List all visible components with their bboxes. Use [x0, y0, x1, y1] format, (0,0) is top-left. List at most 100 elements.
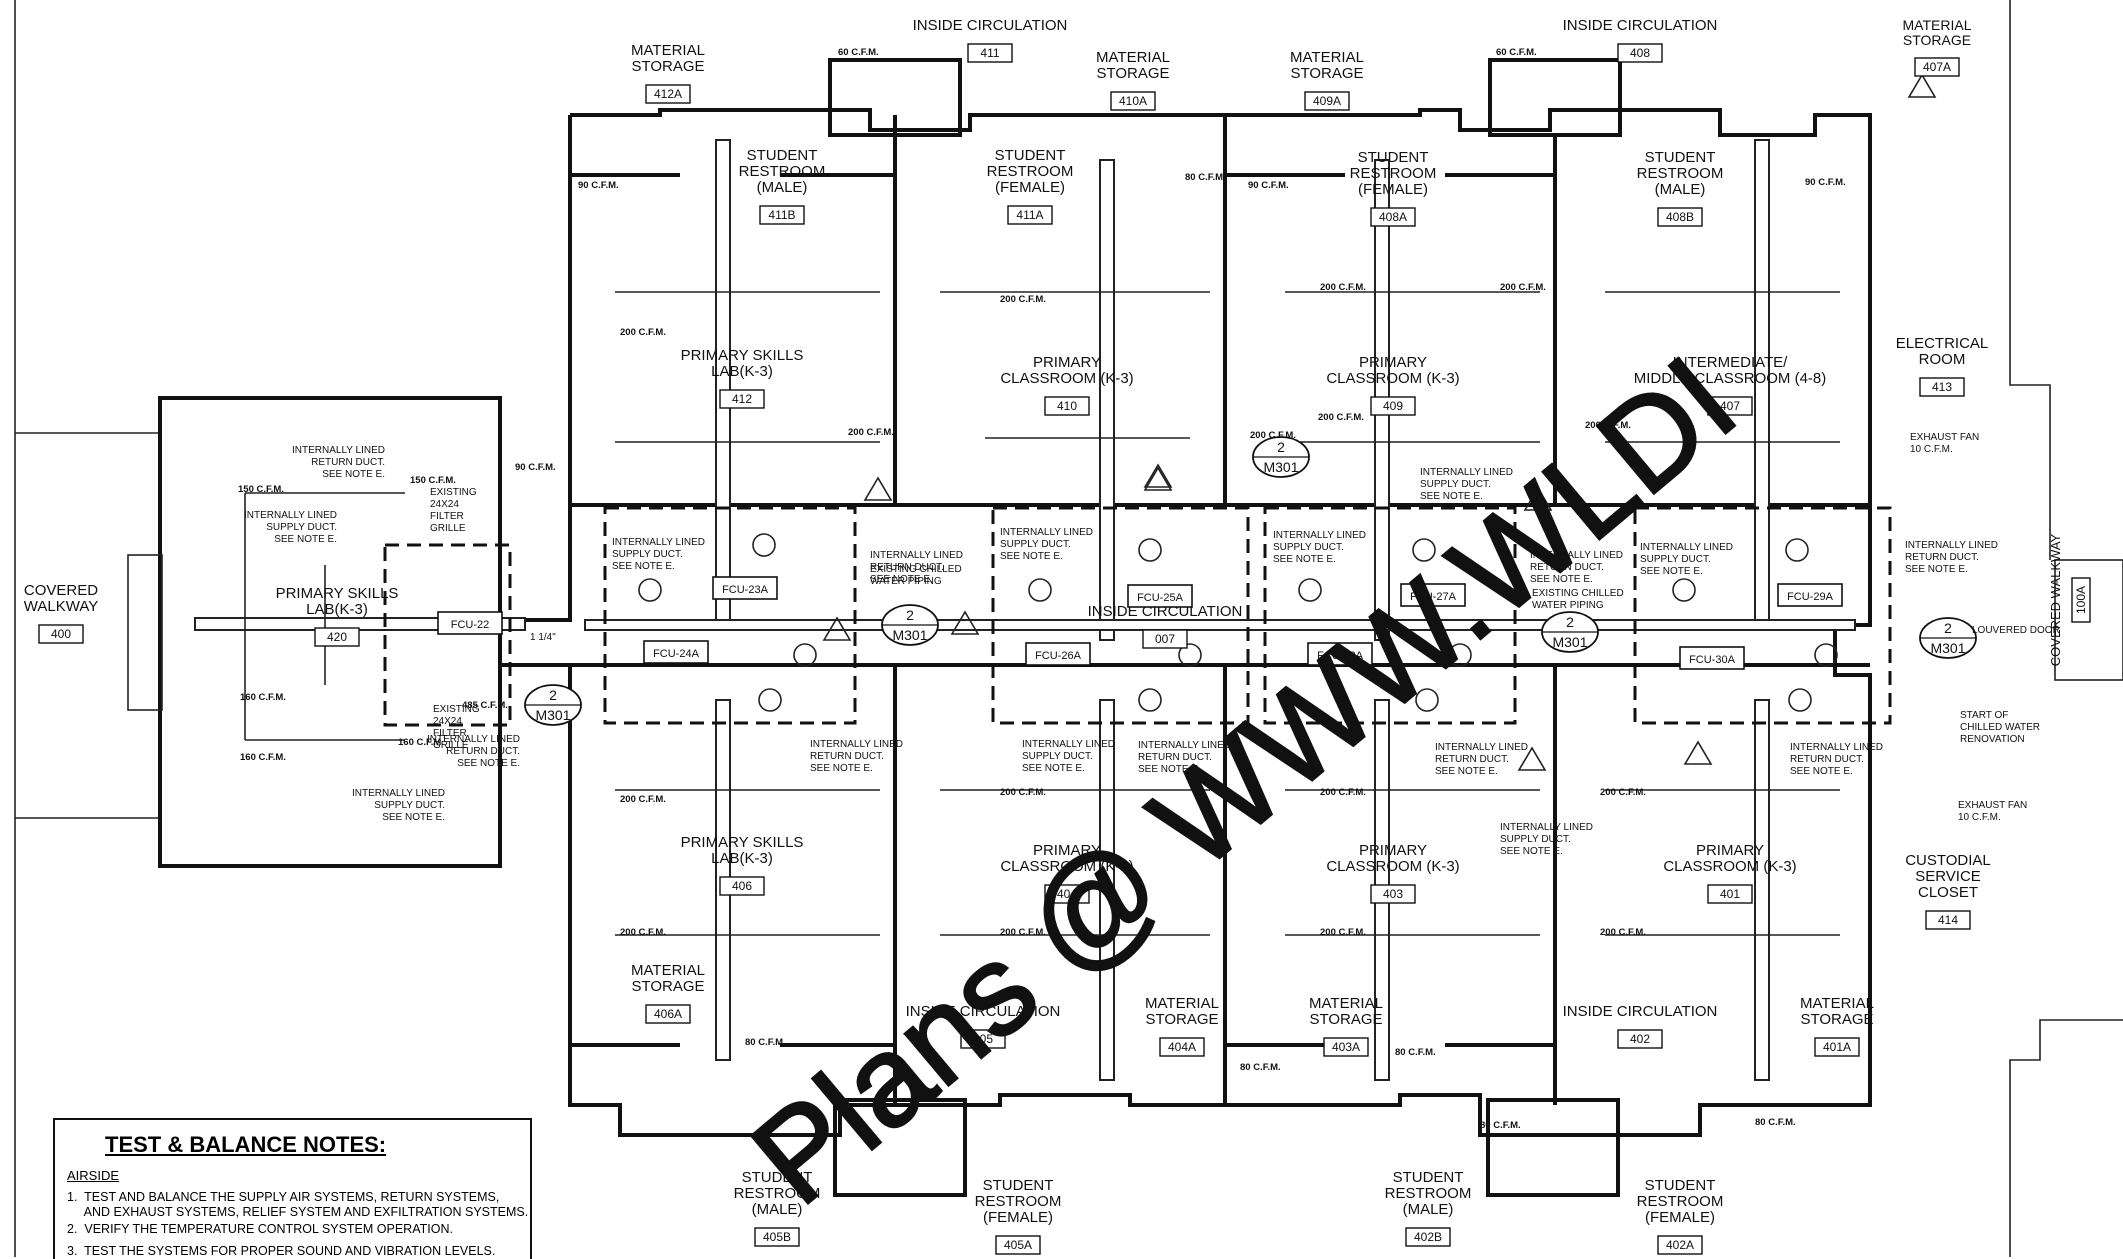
fcu-box: [1400, 583, 1466, 607]
room-name: COVERED: [24, 582, 98, 599]
cfm-label: 80 C.F.M.: [1755, 1117, 1796, 1128]
cfm-label: 200 C.F.M.: [1250, 430, 1296, 441]
fcu-box: [1777, 583, 1843, 607]
room-number: 413: [1932, 380, 1952, 394]
room-name: MATERIAL: [1145, 995, 1219, 1012]
callout-note: SEE NOTE E.: [1500, 846, 1563, 857]
cfm-label: 80 C.F.M.: [1395, 1047, 1436, 1058]
callout-note: SEE NOTE E.: [274, 534, 337, 545]
fcu-tag: FCU-30A: [1689, 654, 1736, 666]
room-name: LAB(K-3): [711, 363, 773, 380]
room-name: MATERIAL: [631, 42, 705, 59]
callout-note: SUPPLY DUCT.: [1640, 554, 1711, 565]
diffuser: [1412, 538, 1436, 562]
notes-item: 1. TEST AND BALANCE THE SUPPLY AIR SYSTE…: [67, 1190, 529, 1219]
fcu-box: [437, 611, 503, 635]
revision-triangle: [1143, 466, 1173, 491]
room-number-box: [1370, 396, 1416, 416]
fcu-box: [643, 640, 709, 664]
room-label: INTERMEDIATE/MIDDLE CLASSROOM (4-8)407: [1634, 354, 1826, 416]
revision-triangles: [822, 73, 1937, 771]
room-number-box: [1044, 396, 1090, 416]
room-number: 401A: [1823, 1040, 1851, 1054]
callout-note: INTERNALLY LINED: [612, 537, 705, 548]
room-name: (FEMALE): [1358, 181, 1428, 198]
room-number-box: [1110, 91, 1156, 111]
room-name: STUDENT: [1645, 1177, 1716, 1194]
room-number: 400: [51, 627, 71, 641]
callout-note: INTERNALLY LINED: [1640, 542, 1733, 553]
notes-item: 2. VERIFY THE TEMPERATURE CONTROL SYSTEM…: [67, 1222, 453, 1236]
callout-note: INTERNALLY LINED: [1790, 742, 1883, 753]
room-name: STUDENT: [742, 1169, 813, 1186]
cfm-label: 200 C.F.M.: [1318, 412, 1364, 423]
callout-note: SEE NOTE E.: [1790, 766, 1853, 777]
revision-triangle: [1683, 740, 1713, 765]
room-name: (MALE): [752, 1201, 803, 1218]
room-name: PRIMARY SKILLS: [681, 347, 804, 364]
room-number: 409: [1383, 399, 1403, 413]
callout-note: LOUVERED DOOR: [1972, 625, 2060, 636]
room-number: 406A: [654, 1007, 682, 1021]
notes-section-heading: AIRSIDE: [67, 1168, 120, 1183]
room-name: (MALE): [757, 179, 808, 196]
room-number: 408A: [1379, 210, 1407, 224]
callout-note: EXHAUST FAN: [1958, 800, 2027, 811]
room-number-box: [719, 876, 765, 896]
room-name: PRIMARY: [1033, 842, 1101, 859]
room-name: STORAGE: [1145, 1011, 1218, 1028]
callout-note: INTERNALLY LINED: [1905, 540, 1998, 551]
section-ref-sheet: M301: [535, 707, 570, 723]
room-number-box: [759, 205, 805, 225]
callout-note: RENOVATION: [1960, 734, 2025, 745]
cfm-label: 485 C.F.M.: [462, 700, 508, 711]
room-number: 407: [1720, 399, 1740, 413]
callout-note: 10 C.F.M.: [1958, 812, 2001, 823]
room-name: PRIMARY: [1359, 842, 1427, 859]
fcu-tag: FCU-29A: [1787, 591, 1834, 603]
room-number: 412: [732, 392, 752, 406]
callout-note: EXISTING: [430, 487, 477, 498]
room-name: (FEMALE): [983, 1209, 1053, 1226]
revision-triangle: [1907, 73, 1937, 98]
room-number-box: [1370, 884, 1416, 904]
room-number: 412A: [654, 87, 682, 101]
room-name: (MALE): [1403, 1201, 1454, 1218]
room-number: 404: [1057, 887, 1077, 901]
callout-note: EXISTING CHILLED: [870, 564, 962, 575]
callout-note: 1 1/4": [530, 632, 556, 643]
room-name: ELECTRICAL: [1896, 335, 1989, 352]
room-name: INSIDE CIRCULATION: [913, 17, 1068, 34]
cfm-label: 200 C.F.M.: [620, 927, 666, 938]
room-number: 406: [732, 879, 752, 893]
fcu-tag: FCU-22: [451, 619, 490, 631]
notes-item: 3. TEST THE SYSTEMS FOR PROPER SOUND AND…: [67, 1244, 496, 1258]
room-name: CLOSET: [1918, 884, 1978, 901]
room-name: STORAGE: [1903, 32, 1971, 48]
callout-note: RETURN DUCT.: [1530, 562, 1604, 573]
callout-note: SEE NOTE E.: [457, 758, 520, 769]
room-name: STORAGE: [1290, 65, 1363, 82]
room-name: CLASSROOM (K-3): [1000, 370, 1133, 387]
room-name: STORAGE: [1096, 65, 1169, 82]
callout-note: 24X24: [430, 499, 459, 510]
room-number-box: [1323, 1037, 1369, 1057]
room-name: RESTROOM: [1637, 1193, 1724, 1210]
room-number-box: [1617, 43, 1663, 63]
revision-triangle: [1523, 486, 1553, 511]
callout-note: INTERNALLY LINED: [244, 510, 337, 521]
room-name: PRIMARY: [1033, 354, 1101, 371]
room-name: INSIDE CIRCULATION: [1088, 603, 1243, 620]
room-name: STUDENT: [1645, 149, 1716, 166]
room-number-box: [719, 389, 765, 409]
cfm-label: 200 C.F.M.: [1320, 282, 1366, 293]
room-name: INTERMEDIATE/: [1673, 354, 1789, 371]
callout-note: SEE NOTE E.: [870, 574, 933, 585]
callout-note: SEE NOTE E.: [1530, 574, 1593, 585]
